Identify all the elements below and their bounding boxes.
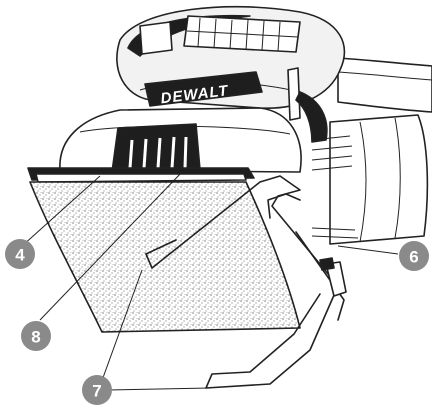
- power-cord: [337, 57, 432, 113]
- callout-7: 7: [82, 375, 112, 405]
- clamp-plate: [111, 123, 201, 173]
- switch-block: [139, 21, 173, 55]
- side-grip: [287, 67, 328, 143]
- dust-port-ribs: [311, 135, 359, 239]
- callout-4: 4: [5, 239, 35, 269]
- callout-8: 8: [21, 321, 51, 351]
- paper-clamp-wire: [145, 175, 345, 389]
- brand-logo-band: DEWALT: [144, 71, 263, 107]
- leader-line-8: [39, 171, 183, 321]
- leader-line-4: [21, 175, 101, 247]
- callout-6: 6: [399, 241, 429, 271]
- callout-4-label: 4: [15, 246, 25, 265]
- side-clip: [319, 257, 347, 297]
- callout-6-label: 6: [409, 248, 418, 267]
- base-plate: [27, 167, 255, 183]
- callout-8-label: 8: [31, 328, 40, 347]
- leader-lines: [21, 171, 399, 391]
- leader-line-7a: [99, 269, 143, 387]
- leader-line-7b: [107, 387, 211, 391]
- leader-line-6: [337, 245, 399, 255]
- vent-grille: [183, 15, 301, 53]
- dust-port: [311, 114, 429, 245]
- callout-7-label: 7: [92, 382, 101, 401]
